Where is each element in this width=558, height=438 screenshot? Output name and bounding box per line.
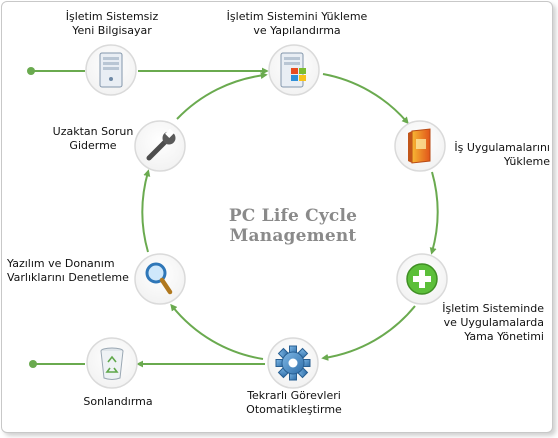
label-patch-mgmt: İşletim Sisteminde ve Uygulamalarda Yama… <box>442 302 544 343</box>
label-automation: Tekrarlı Görevleri Otomatikleştirme <box>246 389 342 416</box>
software-box-icon <box>408 128 431 164</box>
arrow-apps-to-patch <box>429 171 439 255</box>
arrow-audit-to-troubleshoot <box>141 169 151 253</box>
gear-icon <box>275 345 311 381</box>
label-remote-troubleshoot: Uzaktan Sorun Giderme <box>52 125 134 152</box>
label-new-pc: İşletim Sistemsiz Yeni Bilgisayar <box>65 10 159 37</box>
label-asset-audit: Yazılım ve Donanım Varlıklarını Denetlem… <box>7 257 129 284</box>
label-app-install: İş Uygulamalarını Yükleme <box>454 141 550 168</box>
label-os-deploy: İşletim Sistemini Yükleme ve Yapılandırm… <box>226 10 368 37</box>
magnifier-icon <box>145 262 173 295</box>
windows-pc-icon <box>280 52 306 88</box>
arrow-os-to-apps <box>322 73 409 125</box>
diagram-title: PC Life Cycle Management <box>228 206 358 246</box>
wrench-icon <box>146 128 176 161</box>
entry-connector <box>27 67 85 75</box>
exit-connector <box>29 360 85 368</box>
arrow-troubleshoot-to-os <box>176 72 268 120</box>
arrow-patch-to-automation <box>321 305 416 361</box>
green-plus-icon <box>406 263 438 295</box>
label-retire: Sonlandırma <box>83 395 153 408</box>
recycle-bin-icon <box>100 347 124 380</box>
arrow-automation-to-audit <box>170 303 264 360</box>
server-tower-icon <box>99 52 123 88</box>
